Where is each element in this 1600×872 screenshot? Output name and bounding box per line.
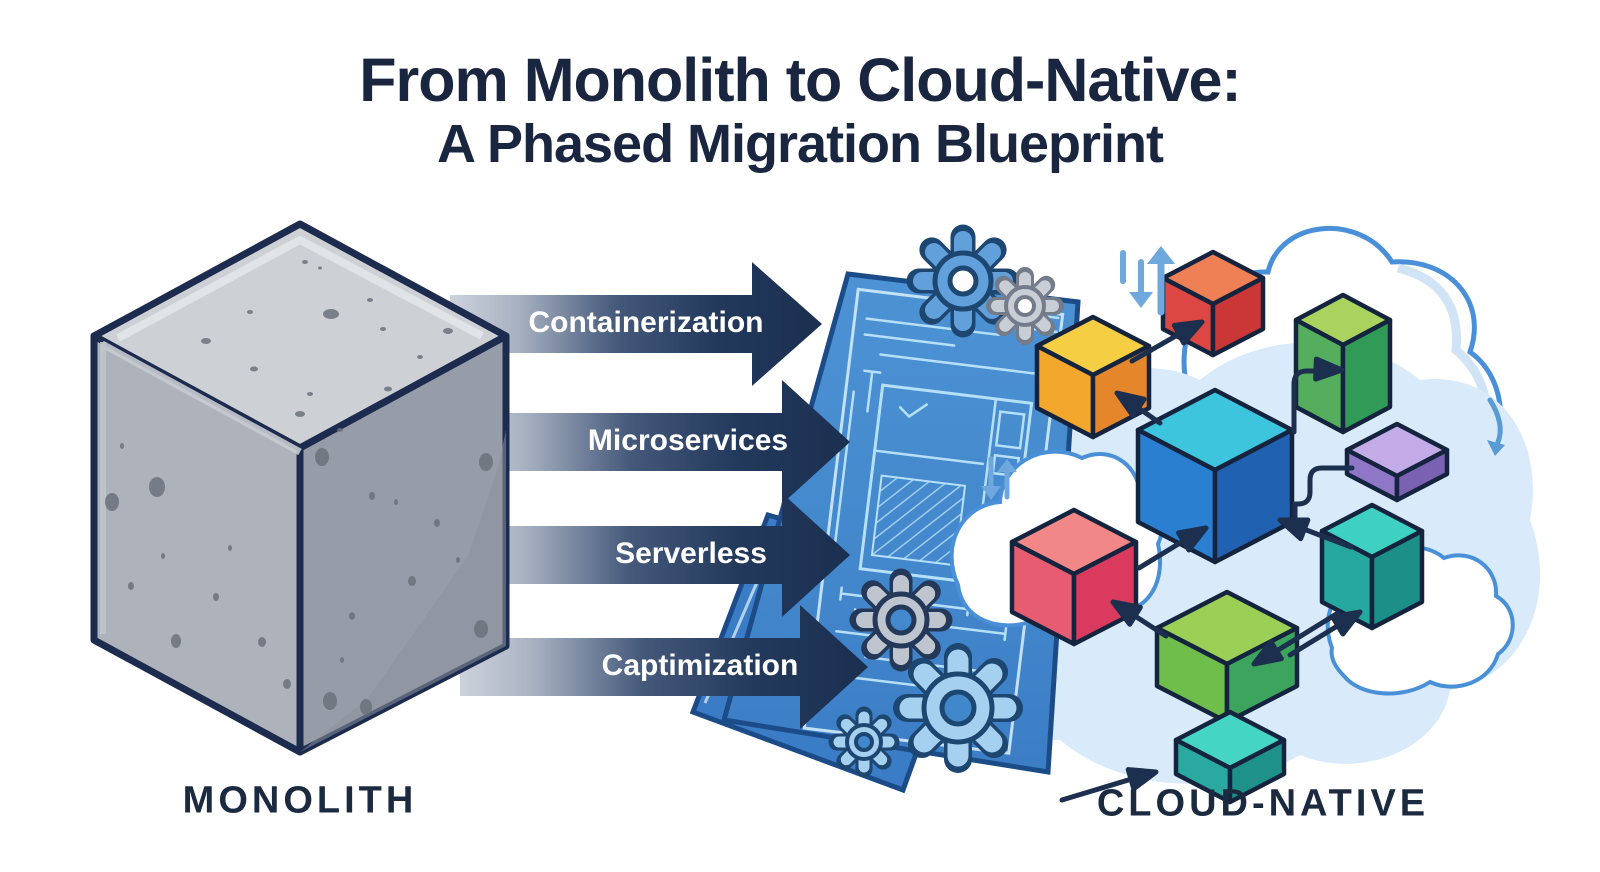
title-line-1: From Monolith to Cloud-Native: xyxy=(359,46,1242,114)
cloud-native-label: CLOUD-NATIVE xyxy=(1096,782,1430,825)
service-cube-pink xyxy=(1009,507,1139,647)
gear-icon xyxy=(828,706,900,778)
service-cube-teal xyxy=(1319,502,1425,631)
monolith-cube-icon xyxy=(90,220,510,756)
service-cube-teal-flat xyxy=(1173,709,1287,805)
concrete-speckles xyxy=(105,260,493,715)
diagram-title: From Monolith to Cloud-Native: A Phased … xyxy=(0,48,1600,173)
phase-arrow-icon xyxy=(452,493,850,617)
gear-icon xyxy=(906,224,1020,338)
gear-icon xyxy=(893,643,1023,773)
curved-down-arrow-icon xyxy=(1487,397,1505,456)
phase-label-optimization: Captimization xyxy=(601,649,799,682)
title-line-2: A Phased Migration Blueprint xyxy=(436,114,1164,175)
phase-label-serverless: Serverless xyxy=(615,537,767,570)
monolith-label: MONOLITH xyxy=(182,779,418,822)
service-cube-yellow xyxy=(1034,314,1152,440)
service-cube-blue xyxy=(1135,387,1295,565)
phase-label-microservices: Microservices xyxy=(587,424,789,457)
sync-arrows-icon xyxy=(981,456,1017,500)
service-cube-red-orange xyxy=(1160,249,1266,358)
phase-arrows xyxy=(450,262,868,729)
phase-arrow-icon xyxy=(450,262,822,386)
sync-arrows-icon xyxy=(1120,246,1175,316)
phase-label-containerization: Containerization xyxy=(528,306,764,339)
phase-arrow-icon xyxy=(452,380,850,504)
cloud-native-illustration xyxy=(689,224,1541,805)
service-cube-green xyxy=(1154,589,1300,725)
service-cube-green-tall xyxy=(1293,292,1393,435)
phase-arrow-icon xyxy=(460,605,868,729)
service-cube-purple xyxy=(1344,421,1450,503)
gear-icon xyxy=(986,267,1064,345)
gear-icon xyxy=(849,568,953,672)
connector-arrows xyxy=(1059,319,1363,803)
